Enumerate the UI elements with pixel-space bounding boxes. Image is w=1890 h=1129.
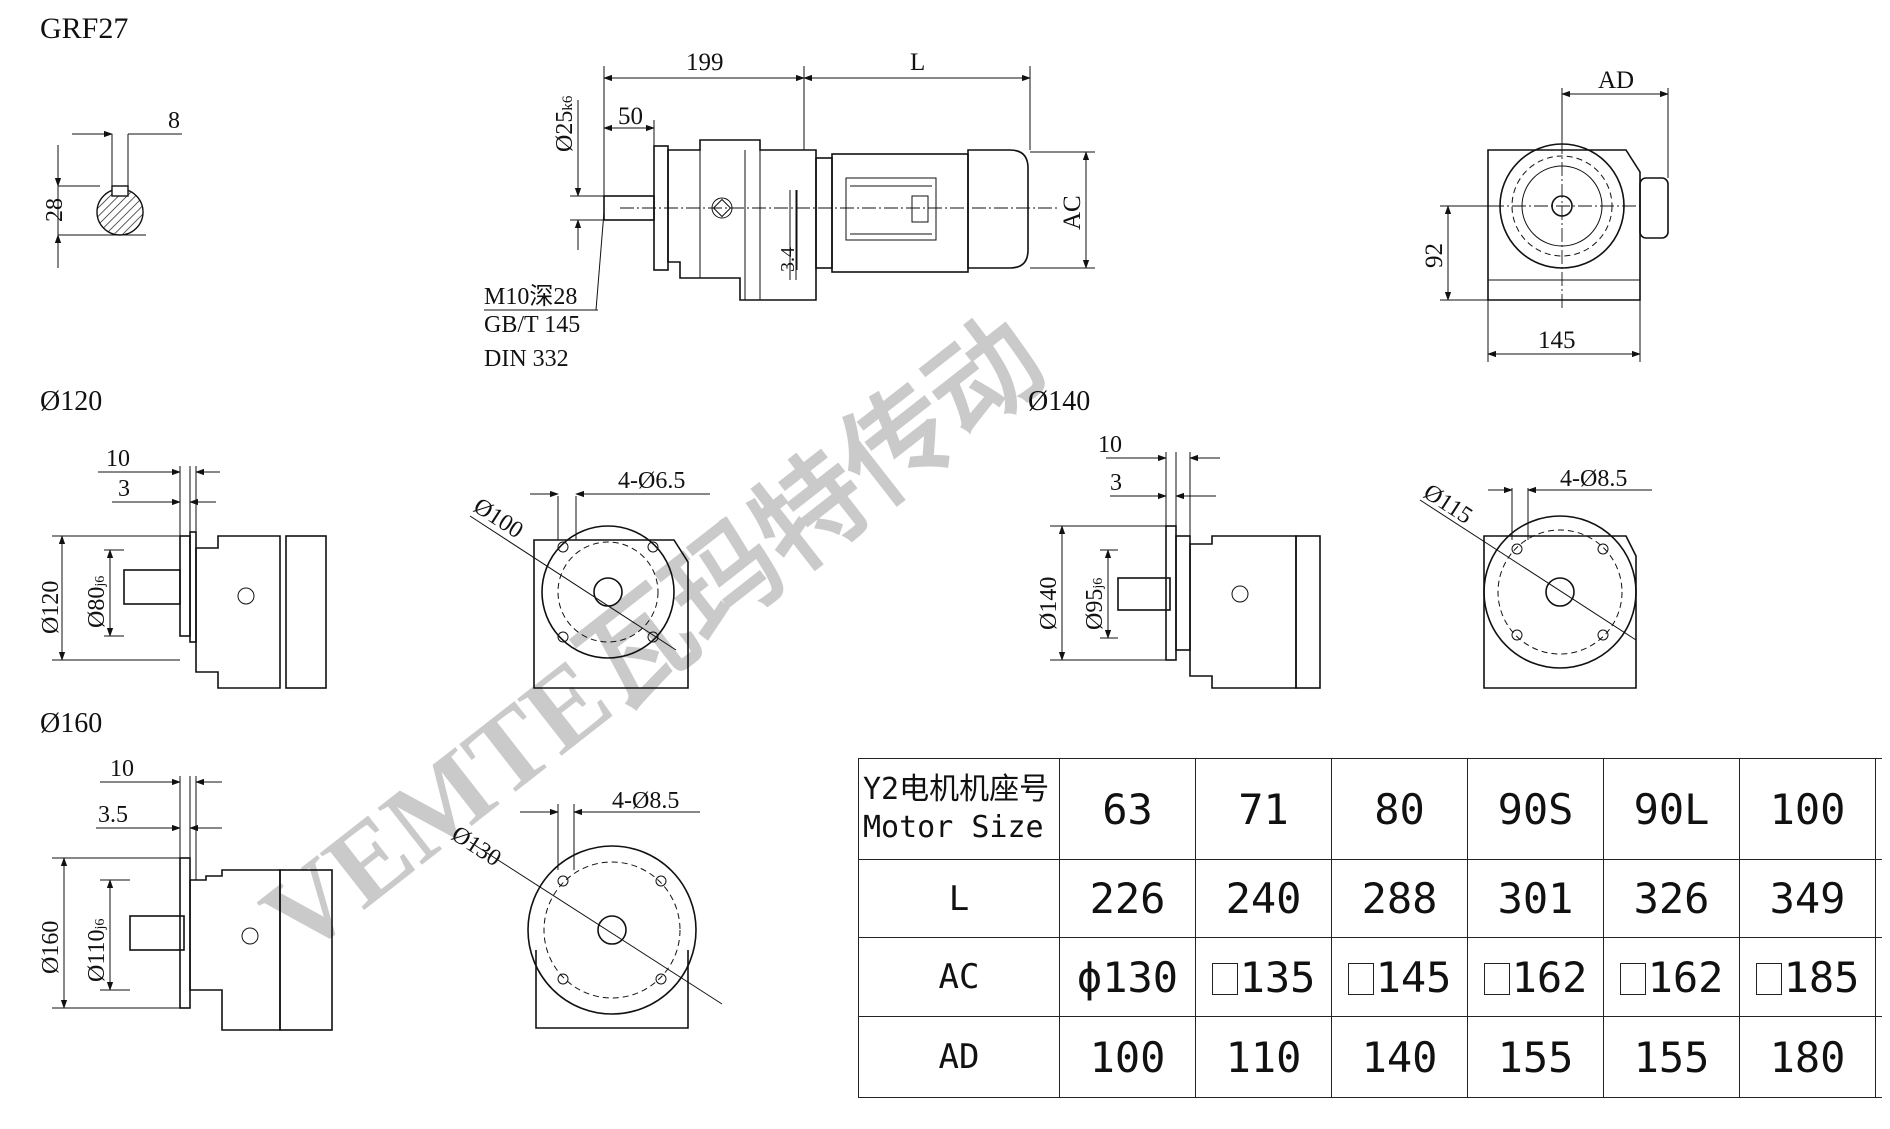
AC-cell: 162 [1467, 937, 1604, 1017]
flange120-bolt-circle: Ø100 [469, 493, 528, 544]
flange160-holes: 4-Ø8.5 [612, 788, 679, 814]
square-icon [1483, 962, 1510, 995]
flange140-holes: 4-Ø8.5 [1560, 466, 1627, 492]
size-cell: 80 [1331, 758, 1468, 860]
L-cell: 240 [1195, 859, 1332, 938]
key-height-label: 28 [42, 198, 68, 222]
table-row: AD 100 110 140 155 155 180 [858, 1016, 1882, 1098]
AC-cell: 145 [1331, 937, 1468, 1017]
table-cut-edge [1875, 758, 1882, 860]
table-row: Y2电机机座号 Motor Size 63 71 80 90S 90L 100 [858, 758, 1882, 860]
row-label-AC: AC [858, 937, 1060, 1017]
motor-size-table: Y2电机机座号 Motor Size 63 71 80 90S 90L 100 … [858, 758, 1882, 1098]
dim-AD: AD [1598, 67, 1634, 94]
flange140-dim-3: 3 [1110, 470, 1122, 496]
square-icon [1211, 962, 1238, 995]
row-label-L: L [858, 859, 1060, 938]
flange140-title: Ø140 [1028, 386, 1090, 417]
AD-cell: 155 [1603, 1016, 1740, 1098]
table-row: L 226 240 288 301 326 349 [858, 859, 1882, 938]
L-cell: 226 [1059, 859, 1196, 938]
flange120-spigot-dia: Ø80j6 [84, 576, 110, 628]
dim-L: L [910, 49, 925, 76]
table-cut-edge [1875, 1016, 1882, 1098]
flange160-spigot-dia: Ø110j6 [84, 919, 110, 982]
flange120-title: Ø120 [40, 386, 102, 417]
flange160-dim-10: 10 [110, 756, 134, 782]
header-cn: Y2电机机座号 [863, 772, 1050, 807]
dim-92: 92 [1421, 243, 1448, 268]
flange120-dim-3: 3 [118, 476, 130, 502]
flange160-dim-3-5: 3.5 [98, 802, 128, 828]
flange120-dim-10: 10 [106, 446, 130, 472]
flange120-outer-dia: Ø120 [38, 581, 64, 634]
AC-cell: 185 [1739, 937, 1876, 1017]
dim-50: 50 [618, 103, 643, 130]
AD-cell: 155 [1467, 1016, 1604, 1098]
shaft-key-detail: 8 28 [42, 108, 182, 268]
flange140-dim-10: 10 [1098, 432, 1122, 458]
AD-cell: 110 [1195, 1016, 1332, 1098]
flange140-front-view: Ø115 4-Ø8.5 [1419, 466, 1652, 689]
AC-cell: 135 [1195, 937, 1332, 1017]
header-en: Motor Size [863, 810, 1044, 845]
main-side-view: 199 L 50 Ø25k6 3.4 AC M10深28 GB/T 145 DI… [484, 49, 1095, 372]
L-cell: 288 [1331, 859, 1468, 938]
flange140-bolt-circle: Ø115 [1419, 479, 1477, 529]
table-row: AC ϕ130 135 145 162 162 185 [858, 937, 1882, 1017]
square-icon [1619, 962, 1646, 995]
flange140-side-view: 10 3 Ø140 Ø95j6 [1036, 432, 1321, 689]
size-cell: 90L [1603, 758, 1740, 860]
key-width-label: 8 [168, 108, 180, 134]
size-cell: 63 [1059, 758, 1196, 860]
L-cell: 349 [1739, 859, 1876, 938]
AD-cell: 140 [1331, 1016, 1468, 1098]
model-title: GRF27 [40, 12, 128, 45]
flange160-outer-dia: Ø160 [38, 921, 64, 974]
L-cell: 326 [1603, 859, 1740, 938]
flange160-title: Ø160 [40, 708, 102, 739]
size-cell: 100 [1739, 758, 1876, 860]
thread-note-line2: GB/T 145 [484, 312, 580, 338]
square-icon [1347, 962, 1374, 995]
thread-note-line1: M10深28 [484, 283, 577, 310]
dim-AC: AC [1059, 195, 1086, 230]
flange140-outer-dia: Ø140 [1036, 577, 1062, 630]
table-cut-edge [1875, 859, 1882, 938]
end-view: AD 92 145 [1421, 67, 1669, 362]
table-header-cell: Y2电机机座号 Motor Size [858, 758, 1060, 860]
AD-cell: 100 [1059, 1016, 1196, 1098]
size-cell: 90S [1467, 758, 1604, 860]
offset-label: 3.4 [777, 247, 799, 272]
row-label-AD: AD [858, 1016, 1060, 1098]
flange120-side-view: 10 3 Ø120 Ø80j6 [38, 446, 327, 689]
flange120-holes: 4-Ø6.5 [618, 468, 685, 494]
flange140-spigot-dia: Ø95j6 [1082, 578, 1108, 630]
dim-199: 199 [686, 49, 724, 76]
shaft-diameter-label: Ø25k6 [552, 95, 578, 152]
thread-note-line3: DIN 332 [484, 346, 569, 372]
AD-cell: 180 [1739, 1016, 1876, 1098]
size-cell: 71 [1195, 758, 1332, 860]
flange160-side-view: 10 3.5 Ø160 Ø110j6 [38, 756, 333, 1031]
L-cell: 301 [1467, 859, 1604, 938]
AC-cell: ϕ130 [1059, 937, 1196, 1017]
AC-cell: 162 [1603, 937, 1740, 1017]
table-cut-edge [1875, 937, 1882, 1017]
dim-145: 145 [1538, 327, 1576, 354]
square-icon [1755, 962, 1782, 995]
